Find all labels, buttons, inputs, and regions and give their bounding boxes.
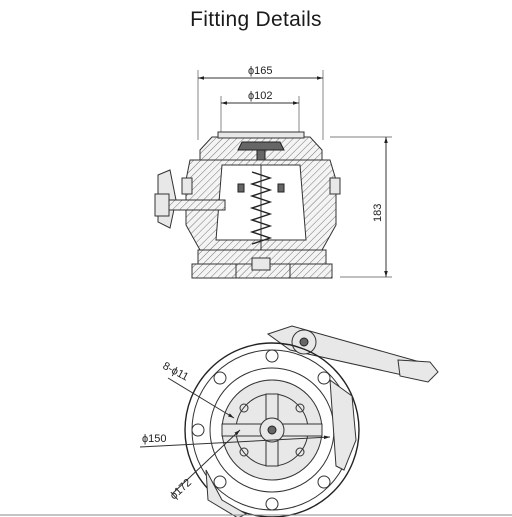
dim-bolt-circle-label: ϕ150: [142, 433, 167, 445]
dim-outer-label: ϕ165: [248, 65, 273, 77]
dim-height-label: 183: [372, 204, 384, 222]
top-lever: [266, 325, 439, 383]
dim-inner-label: ϕ102: [248, 90, 273, 102]
top-view: 8-ϕ11 ϕ150 ϕ172: [139, 325, 439, 517]
spring: [249, 165, 273, 262]
side-lever: [154, 169, 226, 229]
dimension-height: 183: [330, 136, 392, 278]
dimension-inner-diameter: ϕ102: [220, 90, 300, 140]
dimension-flange: ϕ172: [168, 429, 241, 502]
dim-holes-label: 8-ϕ11: [161, 360, 191, 383]
dimension-bolt-circle: ϕ150: [139, 433, 331, 448]
dimension-outer-diameter: ϕ165: [197, 65, 324, 140]
side-view: ϕ165 ϕ102 183: [154, 65, 392, 279]
dim-flange-label: ϕ172: [168, 477, 194, 502]
dimension-holes: 8-ϕ11: [161, 360, 235, 419]
page-title: Fitting Details: [190, 8, 322, 31]
